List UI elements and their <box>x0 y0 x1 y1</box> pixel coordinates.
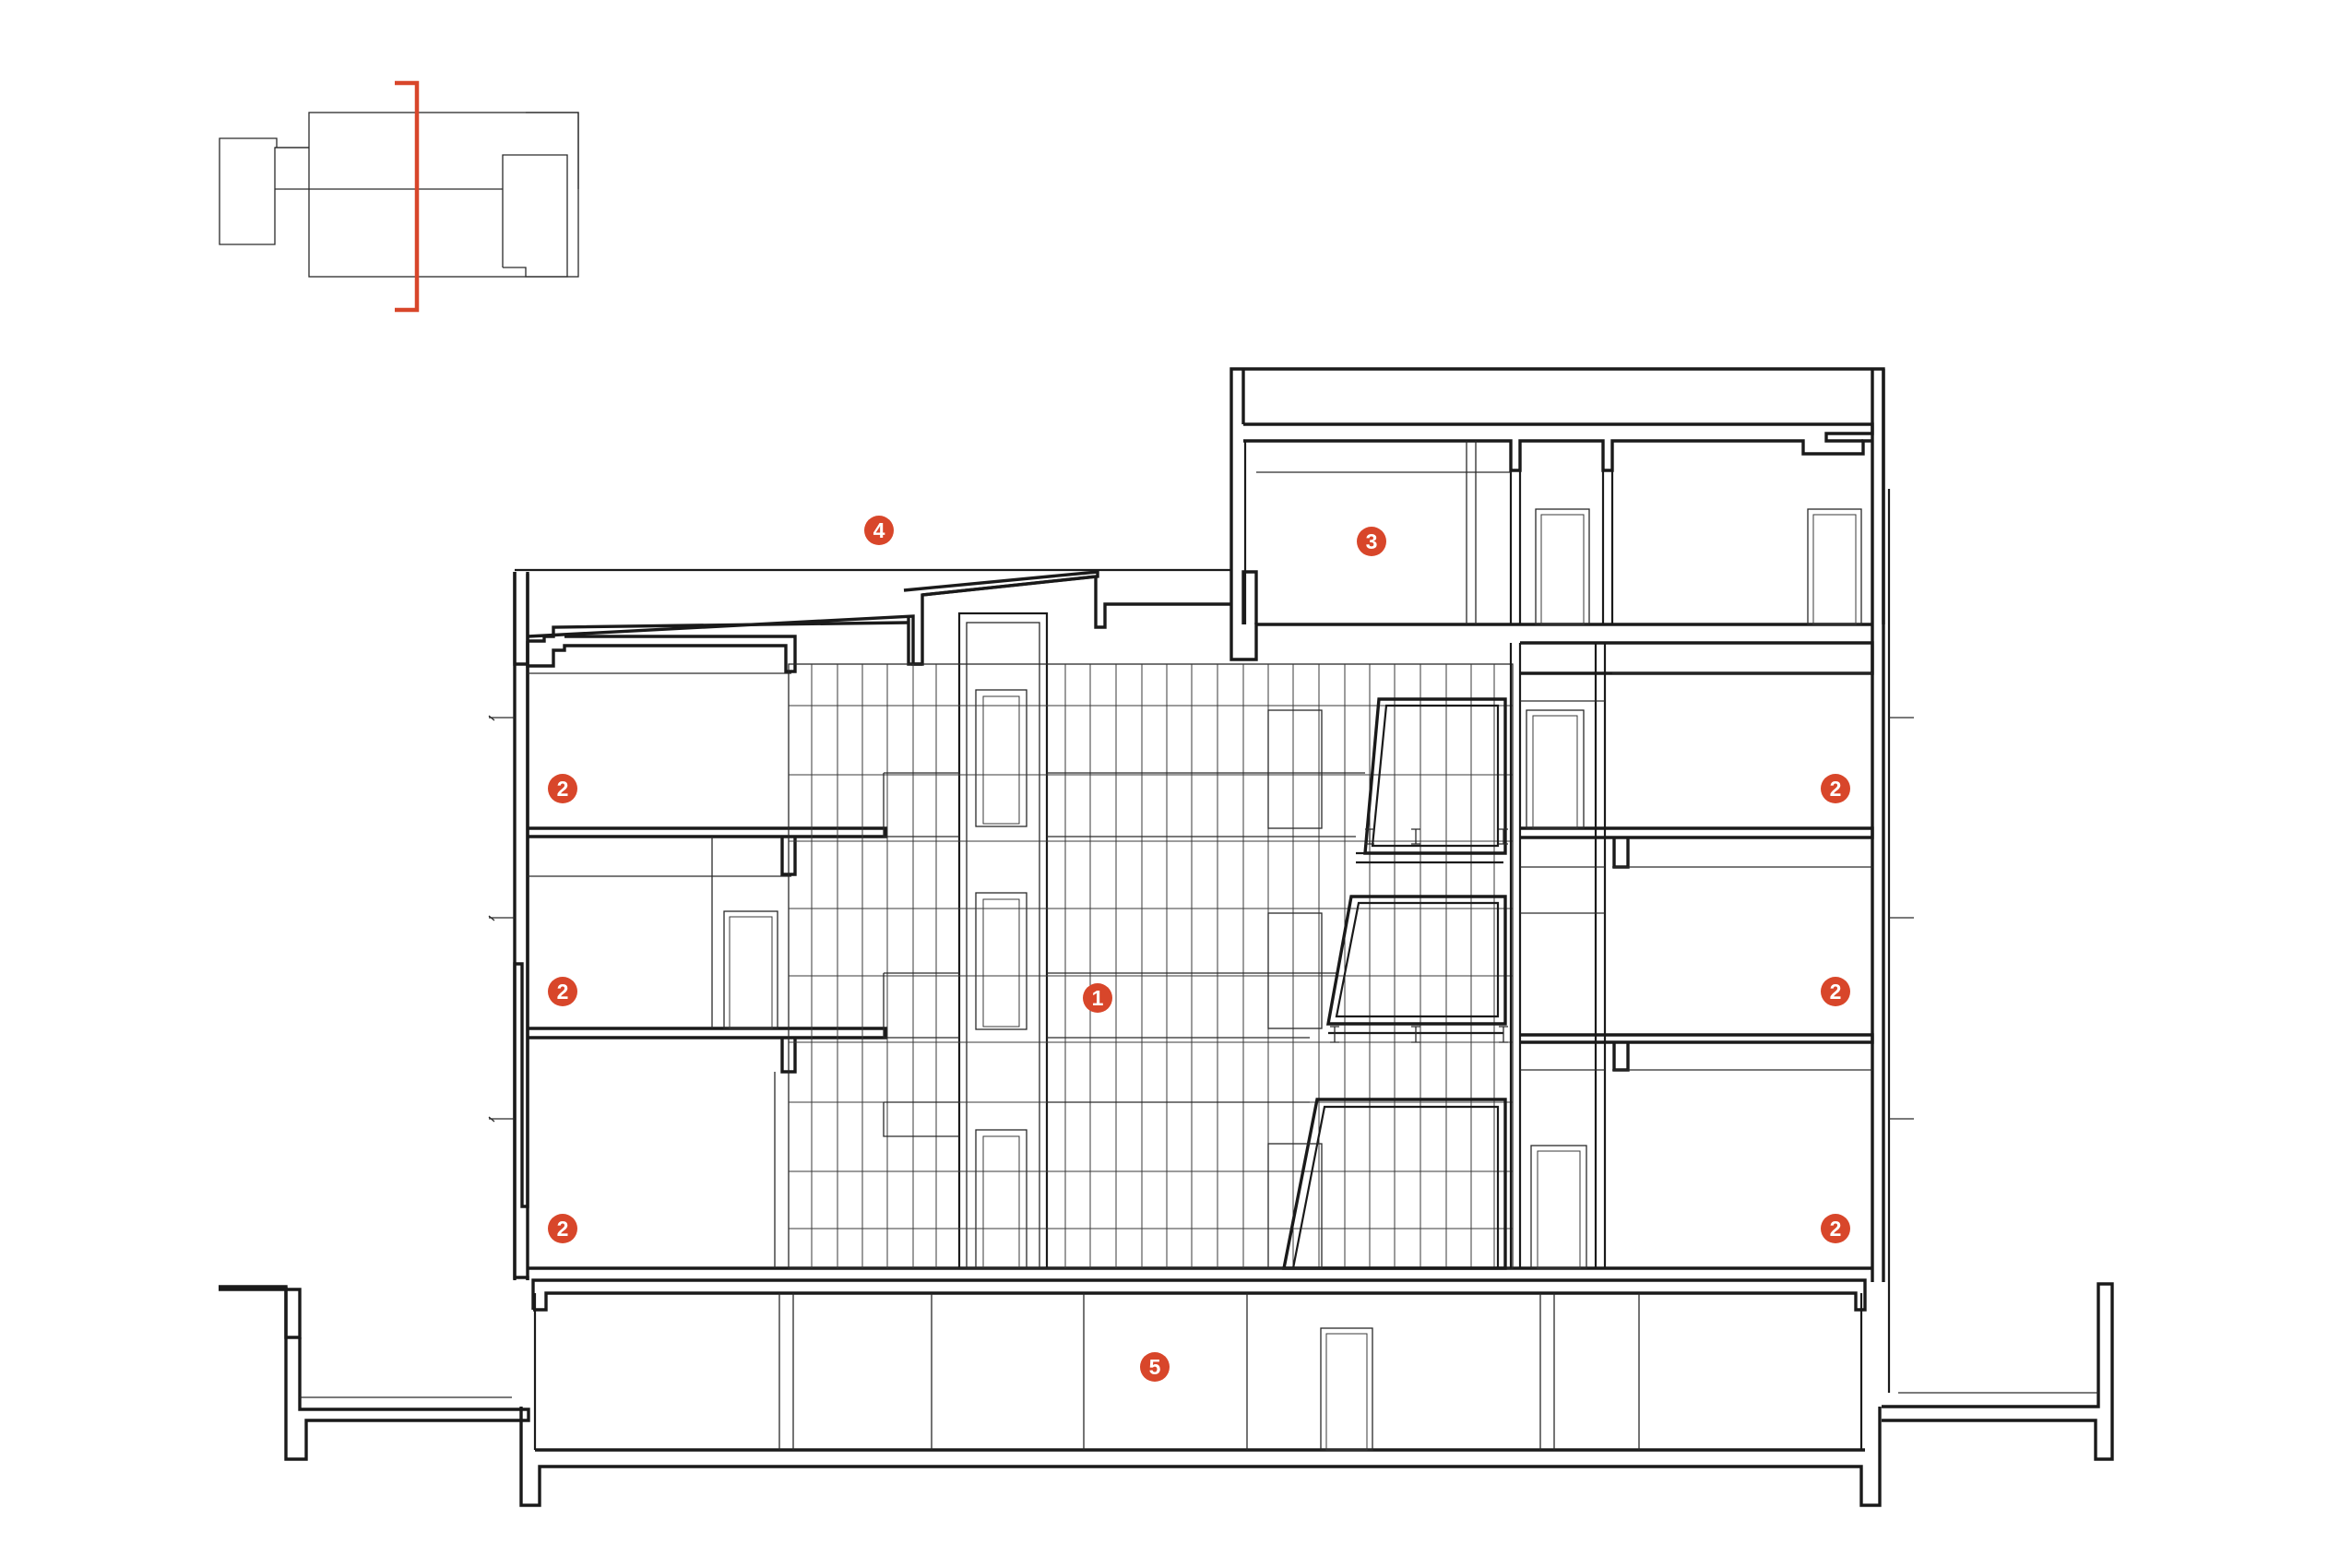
basement-ceiling-slab <box>531 1278 1867 1312</box>
pod-level-4 <box>1363 697 1507 855</box>
atrium-core <box>957 612 1049 1270</box>
pod-level-3 <box>1325 895 1507 1026</box>
marker-2-right-top: 2 <box>1821 774 1850 803</box>
level-2-floor-slab-right <box>1520 1033 1874 1044</box>
marker-2-label: 2 <box>1830 980 1842 1004</box>
level-2-floor-right-beam <box>1612 1042 1630 1072</box>
left-ground-retaining-2 <box>284 1287 530 1461</box>
key-plan-right-wing <box>502 154 568 278</box>
level-3-floor-right-beam <box>1612 837 1630 869</box>
key-plan-right-edge <box>526 112 579 189</box>
level-2-floor-slab-left <box>528 1027 887 1039</box>
marker-2-label: 2 <box>1830 1217 1842 1241</box>
upper-roof-slab-under <box>1243 439 1872 472</box>
left-facade-ribs <box>488 715 515 1123</box>
marker-2-left-top: 2 <box>548 774 577 803</box>
level-4-ceiling-left <box>526 635 797 673</box>
section-cut-line <box>395 80 420 313</box>
marker-4: 4 <box>864 516 894 545</box>
right-ground-retaining <box>1882 1282 2114 1461</box>
marker-3-label: 3 <box>1366 529 1378 553</box>
upper-roof-slab <box>1243 422 1874 443</box>
level-4-ceiling-slab-right <box>1520 641 1874 675</box>
marker-3: 3 <box>1357 527 1386 556</box>
left-roof-slope <box>527 575 1231 666</box>
upper-block-outline <box>1229 367 1885 624</box>
skylight-frame <box>903 570 1099 597</box>
upper-door-right <box>1807 508 1862 625</box>
upper-door-core <box>1535 508 1590 625</box>
section-structure <box>219 367 2114 1507</box>
marker-2-label: 2 <box>557 1217 569 1241</box>
room-markers: 1 2 2 2 2 2 2 3 <box>548 516 1850 1382</box>
level-3-floor-slab-left <box>528 826 887 838</box>
marker-2-label: 2 <box>1830 777 1842 801</box>
key-plan <box>219 80 579 313</box>
marker-5: 5 <box>1140 1352 1170 1382</box>
pod-level-2 <box>1281 1098 1507 1270</box>
pod-level-2-inner <box>1291 1105 1500 1270</box>
left-facade <box>513 574 529 1280</box>
marker-1-circle <box>1083 983 1112 1013</box>
marker-2-label: 2 <box>557 777 569 801</box>
basement-outline <box>519 1407 1882 1507</box>
marker-2-label: 2 <box>557 980 569 1004</box>
marker-5-label: 5 <box>1149 1355 1161 1379</box>
atrium-bridges <box>883 772 1365 1137</box>
right-facade-ribs <box>1889 717 1914 1120</box>
marker-1-label: 1 <box>1092 986 1104 1010</box>
marker-2-left-mid: 2 <box>548 977 577 1006</box>
level-3-floor-slab-right <box>1520 826 1874 839</box>
left-room-door-l3 <box>723 910 778 1029</box>
pod-level-4-inner <box>1371 704 1500 848</box>
left-ground-retaining <box>219 1285 302 1339</box>
atrium-back-grid <box>788 663 1514 1269</box>
marker-4-label: 4 <box>873 518 885 542</box>
upper-floor-slab <box>1229 581 1872 661</box>
marker-2-left-bottom: 2 <box>548 1214 577 1243</box>
left-roof-parapet <box>513 572 528 666</box>
key-plan-left-wing <box>219 137 309 245</box>
right-core-doors <box>1526 709 1587 1269</box>
basement-columns <box>778 1293 1640 1450</box>
upper-floor-slab-top <box>1241 570 1258 624</box>
pod-level-3-inner <box>1335 901 1500 1018</box>
basement-door <box>1320 1327 1373 1451</box>
key-plan-main-block <box>308 112 579 278</box>
atrium-pods <box>1281 697 1508 1270</box>
roof-beam-mid <box>907 616 922 666</box>
marker-2-right-bottom: 2 <box>1821 1214 1850 1243</box>
core-windows <box>975 689 1028 1269</box>
marker-2-right-mid: 2 <box>1821 977 1850 1006</box>
left-roof-slope-under <box>528 621 909 643</box>
marker-1: 1 <box>1083 983 1112 1013</box>
atrium-doors <box>1267 709 1323 1269</box>
